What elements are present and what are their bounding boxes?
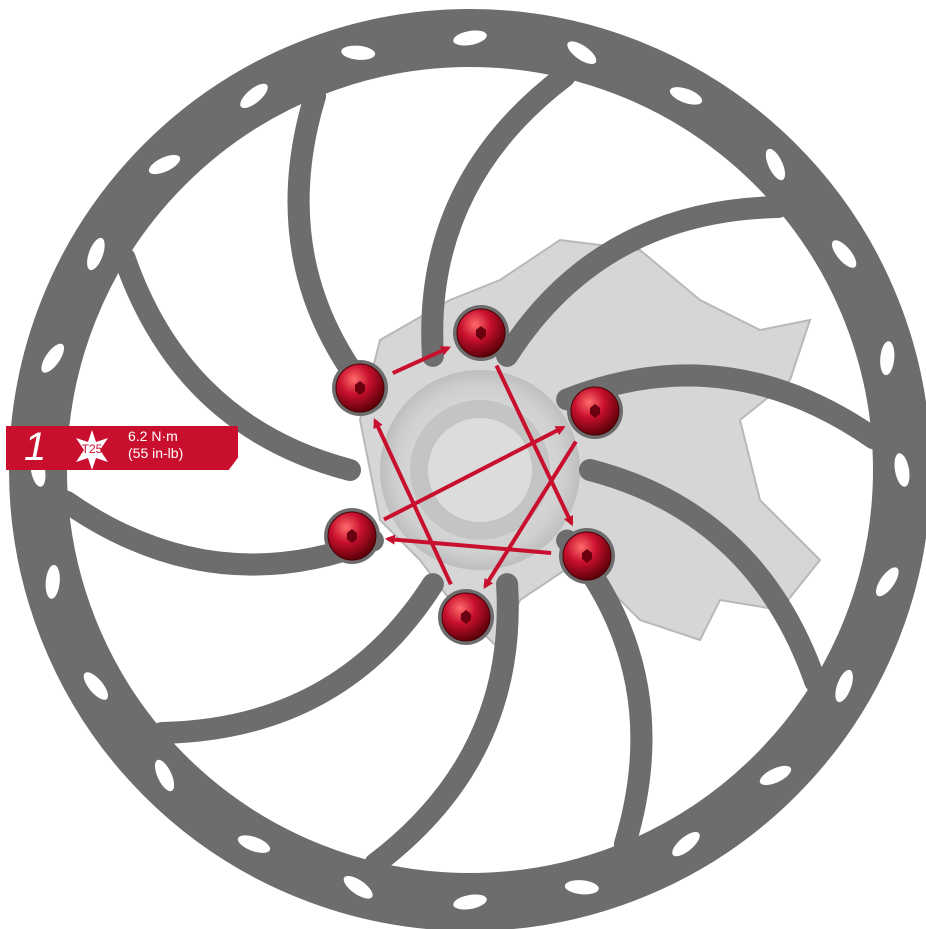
torx-socket-icon [476, 326, 486, 340]
rotor-spoke [287, 84, 384, 411]
rotor-spoke [421, 65, 576, 367]
rotor-slot [453, 894, 487, 910]
rotor-slot [45, 564, 60, 599]
rotor-slot [341, 45, 376, 60]
torque-imperial: (55 in-lb) [128, 445, 184, 461]
rotor-slot [669, 87, 703, 105]
rotor-slot [154, 759, 175, 792]
rotor-spoke [556, 364, 885, 450]
rotor-slot [835, 669, 853, 703]
rotor-spoke [150, 573, 444, 744]
rotor-slot [148, 154, 181, 175]
rotor-slot [831, 240, 857, 268]
rotor-slot [672, 831, 700, 857]
torx-socket-icon [461, 610, 471, 624]
rotor-slot [880, 341, 895, 376]
step-label-panel [6, 426, 238, 470]
tightening-sequence-arrows [373, 346, 578, 590]
rotor-slot [83, 672, 109, 700]
tool-size: T25 [81, 442, 103, 456]
rotor-spoke [496, 196, 790, 367]
torx-socket-icon [590, 404, 600, 418]
rotor-slot [759, 765, 792, 786]
rotor-slot [875, 567, 899, 597]
rotor-slot [765, 148, 786, 181]
rotor-slot [237, 835, 271, 853]
rotor-spoke [113, 247, 361, 481]
torque-metric: 6.2 N·m [128, 428, 178, 444]
sequence-arrow [391, 346, 451, 375]
torx-socket-icon [355, 381, 365, 395]
rotor-slot [87, 237, 105, 271]
rotor-slot [564, 880, 599, 895]
torx-star-icon: T25 [70, 428, 114, 472]
rotor-slot [894, 453, 910, 487]
torx-socket-icon [347, 529, 357, 543]
rotor-disc [9, 9, 926, 929]
rotor-slot [453, 30, 487, 46]
torque-spec: 6.2 N·m (55 in-lb) [128, 428, 183, 462]
sequence-arrow [483, 440, 578, 590]
rotor-spoke [364, 573, 519, 875]
rotor-slot [240, 83, 268, 109]
rotor-slot [567, 41, 597, 65]
sequence-arrow [373, 417, 453, 586]
rotor-slot [343, 875, 373, 899]
rotor-bolts [324, 305, 623, 645]
rotor-slot [41, 343, 65, 373]
rotor-spoke [579, 459, 827, 693]
torx-socket-icon [582, 549, 592, 563]
step-number: 1 [24, 425, 47, 469]
sequence-arrow [384, 534, 552, 555]
